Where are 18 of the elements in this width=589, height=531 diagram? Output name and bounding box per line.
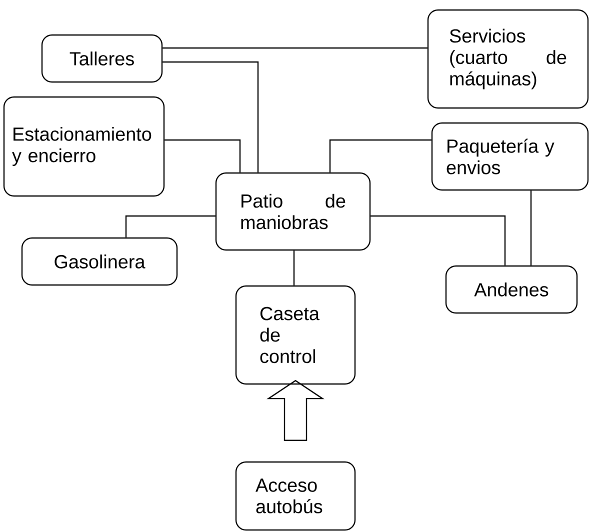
- block-arrow: [266, 380, 324, 441]
- process-box: Servicios (cuarto de máquinas): [427, 9, 589, 109]
- process-box: Caseta de control: [235, 285, 356, 385]
- process-box: Patio de maniobras: [215, 172, 371, 251]
- connector-line: [329, 139, 432, 172]
- connector-line: [162, 61, 259, 172]
- connector-line: [530, 190, 532, 266]
- connector-line: [370, 215, 506, 266]
- connector-line: [162, 47, 428, 49]
- process-box: Paquetería y envios: [431, 122, 589, 191]
- process-box: Talleres: [41, 34, 163, 83]
- process-box: Estacionamiento y encierro: [3, 96, 165, 197]
- connector-line: [125, 215, 216, 238]
- process-box: Gasolinera: [21, 237, 178, 286]
- process-box: Andenes: [445, 265, 578, 314]
- connector-line: [164, 139, 241, 172]
- connector-line: [293, 250, 295, 286]
- process-box: Acceso autobús: [235, 461, 356, 531]
